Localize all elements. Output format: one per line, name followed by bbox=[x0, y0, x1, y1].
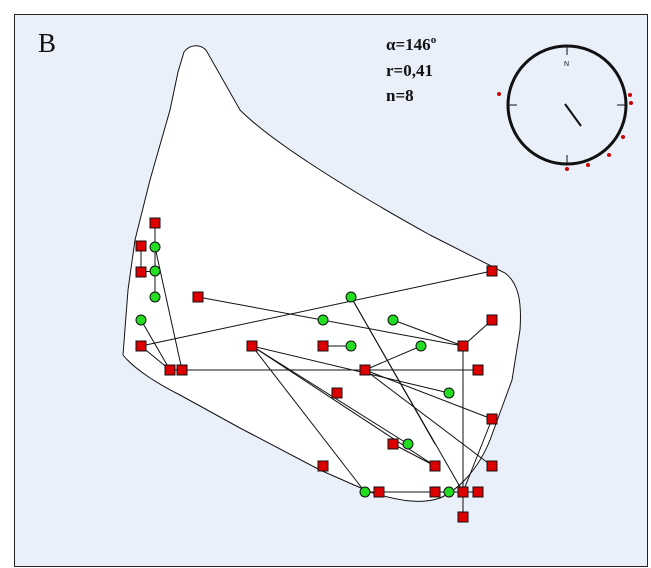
circle-marker bbox=[149, 241, 161, 253]
compass-rose: N bbox=[497, 44, 633, 171]
square-marker bbox=[135, 266, 147, 278]
compass-dot bbox=[629, 101, 633, 105]
circle-marker bbox=[402, 438, 414, 450]
compass-mean-vector bbox=[564, 103, 582, 127]
stat-alpha: α=146o bbox=[386, 34, 437, 54]
circle-marker bbox=[317, 314, 329, 326]
stat-n: n=8 bbox=[386, 86, 414, 105]
square-marker bbox=[317, 460, 329, 472]
square-marker bbox=[472, 486, 484, 498]
square-marker bbox=[373, 486, 385, 498]
circle-marker bbox=[149, 265, 161, 277]
square-marker bbox=[135, 240, 147, 252]
connection-line bbox=[392, 443, 436, 467]
compass-dot bbox=[621, 135, 625, 139]
circle-marker bbox=[345, 340, 357, 352]
compass-dot bbox=[565, 167, 569, 171]
square-marker bbox=[246, 340, 258, 352]
connection-line bbox=[251, 345, 366, 493]
square-marker bbox=[192, 291, 204, 303]
circle-marker bbox=[443, 387, 455, 399]
connection-line bbox=[350, 296, 436, 445]
circle-marker bbox=[387, 314, 399, 326]
square-marker bbox=[457, 486, 469, 498]
connection-line bbox=[251, 345, 450, 394]
connection-line bbox=[140, 270, 493, 347]
compass-dot bbox=[607, 153, 611, 157]
circle-marker bbox=[135, 314, 147, 326]
connection-line bbox=[140, 319, 171, 371]
square-marker bbox=[149, 217, 161, 229]
square-marker bbox=[387, 438, 399, 450]
square-marker bbox=[457, 340, 469, 352]
compass-north-label: N bbox=[564, 61, 569, 68]
square-marker bbox=[429, 460, 441, 472]
connection-line bbox=[364, 369, 493, 420]
circle-markers bbox=[135, 241, 455, 498]
connection-line bbox=[251, 345, 409, 445]
square-marker bbox=[486, 314, 498, 326]
square-marker bbox=[135, 340, 147, 352]
square-markers bbox=[135, 217, 498, 523]
square-marker bbox=[472, 364, 484, 376]
square-marker bbox=[317, 340, 329, 352]
territory-boundary bbox=[122, 45, 521, 502]
circle-marker bbox=[415, 340, 427, 352]
compass-dot bbox=[586, 163, 590, 167]
circle-marker bbox=[443, 486, 455, 498]
connection-line bbox=[462, 418, 493, 493]
stat-r: r=0,41 bbox=[386, 61, 433, 80]
circle-marker bbox=[359, 486, 371, 498]
connection-line bbox=[392, 319, 464, 347]
connection-line bbox=[154, 246, 183, 371]
connection-line bbox=[364, 369, 493, 467]
square-marker bbox=[331, 387, 343, 399]
square-marker bbox=[164, 364, 176, 376]
connection-line bbox=[364, 345, 422, 371]
circle-marker bbox=[149, 291, 161, 303]
connection-line bbox=[197, 296, 464, 347]
panel-label: B bbox=[38, 28, 56, 58]
square-marker bbox=[176, 364, 188, 376]
square-marker bbox=[457, 511, 469, 523]
compass-dot bbox=[628, 93, 632, 97]
square-marker bbox=[429, 486, 441, 498]
square-marker bbox=[359, 364, 371, 376]
square-marker bbox=[486, 265, 498, 277]
square-marker bbox=[486, 413, 498, 425]
circle-marker bbox=[345, 291, 357, 303]
compass-dot bbox=[497, 92, 501, 96]
square-marker bbox=[486, 460, 498, 472]
